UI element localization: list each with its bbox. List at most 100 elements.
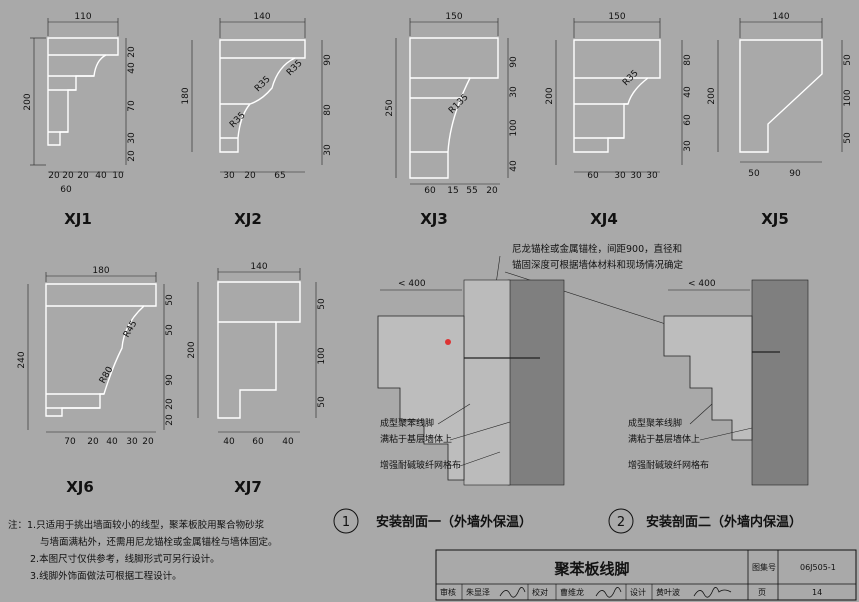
xj6-right-dim: 20 xyxy=(165,398,175,410)
xj4-left-dim: 200 xyxy=(545,87,555,104)
caption-2: 2 安装剖面二（外墙内保温） xyxy=(608,508,802,534)
xj6-left-dim: 240 xyxy=(17,351,27,368)
note-line: 注：1.只适用于挑出墙面较小的线型，聚苯板胶用聚合物砂浆 xyxy=(8,519,265,531)
xj5-right-dim: 50 xyxy=(843,132,853,144)
note-line: 2.本图尺寸仅供参考，线脚形式可另行设计。 xyxy=(30,553,220,565)
xj7-top-dim: 140 xyxy=(250,262,267,272)
section1-dim-400: < 400 xyxy=(398,279,426,289)
profile-xj3: 150 250 90 30 100 40 R135 60 15 55 20 XJ… xyxy=(385,12,519,228)
xj5-right-dim: 50 xyxy=(843,54,853,66)
xj6-bottom-dim: 20 xyxy=(142,437,154,447)
page-label: 页 xyxy=(758,588,766,597)
atlas-label: 图集号 xyxy=(752,562,776,572)
xj3-right-dim: 100 xyxy=(509,119,519,136)
xj3-top-dim: 150 xyxy=(445,12,462,22)
xj6-right-dim: 50 xyxy=(165,294,175,306)
xj4-right-dim: 80 xyxy=(683,54,693,66)
xj4-bottom-dim: 30 xyxy=(614,171,626,181)
xj5-right-dim: 100 xyxy=(843,89,853,106)
xj4-top-dim: 150 xyxy=(608,12,625,22)
anchor-callout: 尼龙锚栓或金属锚栓，间距900，直径和 锚固深度可根据墙体材料和现场情况确定 xyxy=(487,243,716,341)
note-line: 3.线脚外饰面做法可根据工程设计。 xyxy=(30,570,182,582)
xj7-bottom-dim: 40 xyxy=(282,437,294,447)
atlas-value: 06J505-1 xyxy=(800,563,836,572)
xj4-bottom-dim: 30 xyxy=(646,171,658,181)
xj2-left-dim: 180 xyxy=(181,87,191,104)
reviewer-label: 审核 xyxy=(440,587,456,597)
xj7-right-dim: 100 xyxy=(317,347,327,364)
xj3-label: XJ3 xyxy=(420,210,448,228)
signature-checker xyxy=(595,587,622,598)
section2-label: 满粘于基层墙体上 xyxy=(628,433,700,445)
xj5-bottom-dim: 90 xyxy=(789,169,801,179)
section2-label: 增强耐碱玻纤网格布 xyxy=(628,459,709,471)
xj3-bottom-dim: 60 xyxy=(424,186,436,196)
xj6-bottom-dim: 30 xyxy=(126,437,138,447)
xj3-right-dim: 30 xyxy=(509,86,519,98)
profile-xj7: 140 200 50 100 50 40 60 40 XJ7 xyxy=(187,262,327,496)
xj1-bottom-dim: 20 xyxy=(48,171,60,181)
xj4-right-dim: 40 xyxy=(683,86,693,98)
xj4-bottom-dim: 60 xyxy=(587,171,599,181)
xj2-right-dim: 80 xyxy=(323,104,333,116)
xj4-right-dim: 60 xyxy=(683,114,693,126)
xj1-right-dim: 20 xyxy=(127,150,137,162)
section1-label: 成型聚苯线脚 xyxy=(380,417,434,429)
profile-xj5: 140 200 50 100 50 50 90 XJ5 xyxy=(707,12,853,228)
xj1-bottom-dim: 10 xyxy=(112,171,124,181)
xj6-right-dim: 90 xyxy=(165,374,175,386)
xj1-bottom-dim: 60 xyxy=(60,185,72,195)
xj4-label: XJ4 xyxy=(590,210,618,228)
xj3-right-dim: 40 xyxy=(509,160,519,172)
xj2-top-dim: 140 xyxy=(253,12,270,22)
xj3-right-dim: 90 xyxy=(509,56,519,68)
xj2-bottom-dim: 20 xyxy=(244,171,256,181)
xj2-label: XJ2 xyxy=(234,210,262,228)
xj2-bottom-dim: 30 xyxy=(223,171,235,181)
xj1-top-dim: 110 xyxy=(74,12,91,22)
checker-label: 校对 xyxy=(532,587,548,597)
section1-label: 满粘于基层墙体上 xyxy=(380,433,452,445)
note-line: 与墙面满粘外，还需用尼龙锚栓或金属锚栓与墙体固定。 xyxy=(40,536,278,548)
xj1-right-dim: 40 xyxy=(127,62,137,74)
xj3-radius: R135 xyxy=(447,92,471,116)
xj6-right-dim: 20 xyxy=(165,414,175,426)
xj1-label: XJ1 xyxy=(64,210,92,228)
signature-reviewer xyxy=(499,587,526,598)
xj6-radius: R45 xyxy=(122,319,140,339)
xj7-left-dim: 200 xyxy=(187,341,197,358)
profile-xj4: 150 200 80 40 60 30 R35 60 30 30 30 XJ4 xyxy=(545,12,693,228)
caption-1: 1 安装剖面一（外墙外保温） xyxy=(333,508,532,534)
profile-xj2: 140 180 90 80 30 R35 R35 R35 30 20 65 XJ… xyxy=(181,12,333,228)
xj7-right-dim: 50 xyxy=(317,298,327,310)
xj6-bottom-dim: 70 xyxy=(64,437,76,447)
section2-label: 成型聚苯线脚 xyxy=(628,417,682,429)
xj5-label: XJ5 xyxy=(761,210,789,228)
checker-name: 曹维龙 xyxy=(560,587,584,597)
xj7-bottom-dim: 60 xyxy=(252,437,264,447)
xj5-top-dim: 140 xyxy=(772,12,789,22)
section-2: < 400 成型聚苯线脚 满粘于基层墙体上 增强耐碱玻纤网格布 xyxy=(628,279,809,486)
page-value: 14 xyxy=(812,588,822,597)
caption2-number: 2 xyxy=(617,515,625,530)
xj6-right-dim: 50 xyxy=(165,324,175,336)
xj7-label: XJ7 xyxy=(234,478,262,496)
xj7-bottom-dim: 40 xyxy=(223,437,235,447)
xj5-bottom-dim: 50 xyxy=(748,169,760,179)
callout-line-2: 锚固深度可根据墙体材料和现场情况确定 xyxy=(512,259,684,271)
xj7-right-dim: 50 xyxy=(317,396,327,408)
xj1-bottom-dim: 20 xyxy=(62,171,74,181)
notes: 注：1.只适用于挑出墙面较小的线型，聚苯板胶用聚合物砂浆 与墙面满粘外，还需用尼… xyxy=(8,519,278,582)
xj3-left-dim: 250 xyxy=(385,99,395,116)
xj6-label: XJ6 xyxy=(66,478,94,496)
xj5-left-dim: 200 xyxy=(707,87,717,104)
xj2-bottom-dim: 65 xyxy=(274,171,285,181)
section1-label: 增强耐碱玻纤网格布 xyxy=(380,459,461,471)
xj1-right-dim: 70 xyxy=(127,100,137,112)
xj3-bottom-dim: 15 xyxy=(447,186,458,196)
xj2-right-dim: 30 xyxy=(323,144,333,156)
xj1-bottom-dim: 20 xyxy=(77,171,89,181)
section2-dim-400: < 400 xyxy=(688,279,716,289)
designer-name: 黄叶波 xyxy=(656,587,680,597)
